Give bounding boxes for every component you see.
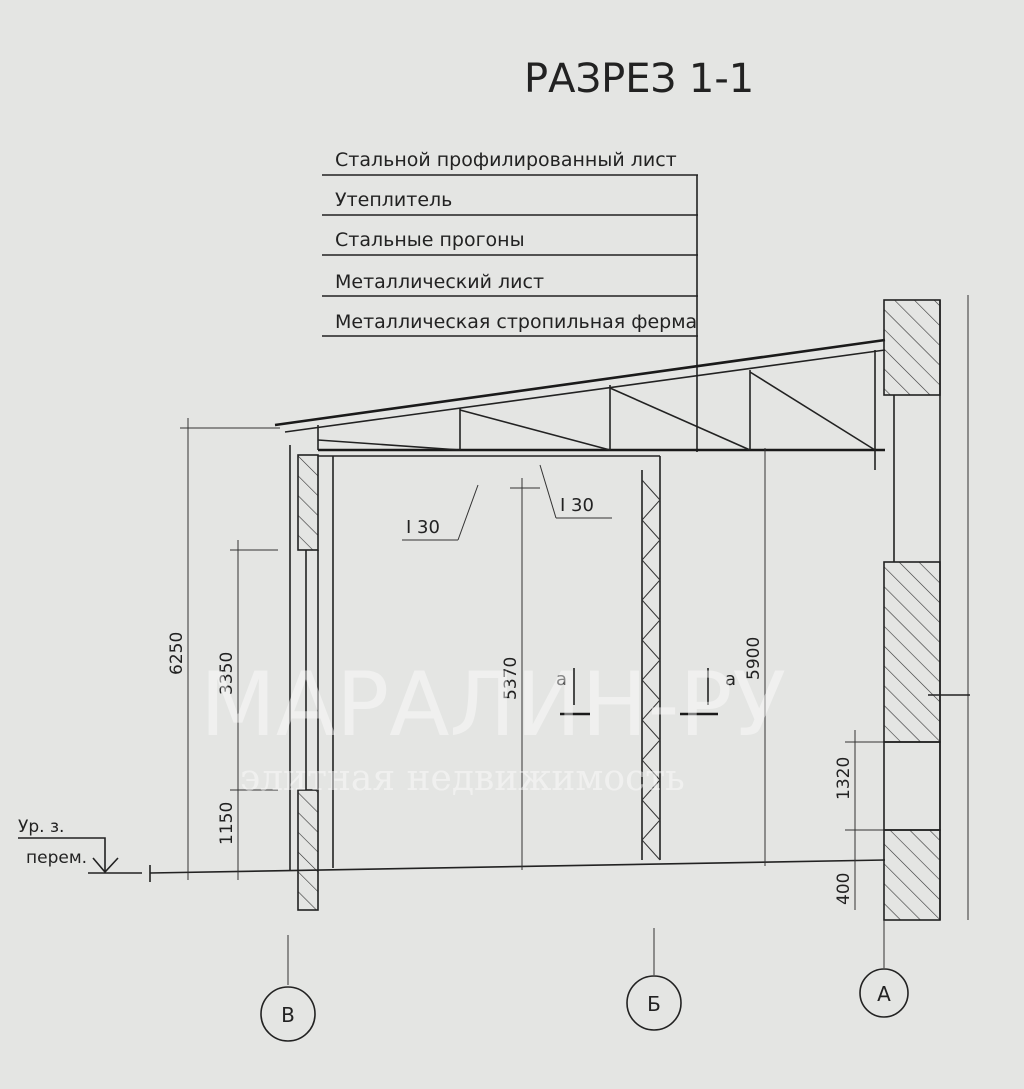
dimensions: 6250 3350 1150 5370 5900 1320 400	[167, 418, 884, 910]
layer-label: Стальные прогоны	[335, 229, 525, 251]
drawing-title: РАЗРЕЗ 1-1	[524, 56, 754, 102]
beam-label: I 30	[406, 517, 440, 538]
dim-400: 400	[834, 873, 854, 905]
layer-label: Металлическая стропильная ферма	[335, 311, 697, 333]
wall-axis-a	[883, 295, 970, 921]
level-mark: Ур. з. перем.	[18, 817, 142, 874]
layer-label: Стальной профилированный лист	[335, 149, 677, 171]
layer-label: Утеплитель	[335, 189, 452, 211]
beam-label: I 30	[560, 495, 594, 516]
dim-5900: 5900	[744, 637, 764, 680]
axis-label: Б	[647, 992, 661, 1016]
watermark-tagline: элитная недвижимость	[240, 758, 685, 799]
layer-callout: Стальной профилированный лист Утеплитель…	[322, 149, 698, 452]
dim-1320: 1320	[834, 757, 854, 800]
axis-circle	[626, 975, 682, 1031]
layer-label: Металлический лист	[335, 271, 544, 293]
dim-3350: 3350	[217, 652, 237, 695]
section-mark-label: а	[725, 669, 736, 690]
section-mark-label: а	[556, 669, 567, 690]
watermark: МАРАЛИН-РУ элитная недвижимость	[200, 653, 786, 799]
level-label: перем.	[26, 848, 87, 868]
dim-1150: 1150	[217, 802, 237, 845]
dim-5370: 5370	[501, 657, 521, 700]
roof-truss	[274, 338, 886, 470]
lattice-column	[641, 456, 661, 861]
level-label: Ур. з.	[18, 817, 64, 837]
axis-markers: В Б А	[260, 920, 909, 1042]
wall-axis-v	[289, 445, 334, 911]
dim-6250: 6250	[167, 632, 187, 675]
axis-label: В	[281, 1003, 295, 1027]
axis-circle	[260, 986, 316, 1042]
beam-labels: I 30 I 30	[402, 464, 612, 541]
watermark-brand: МАРАЛИН-РУ	[200, 653, 786, 756]
axis-circle	[859, 968, 909, 1018]
axis-label: А	[877, 982, 891, 1006]
floor-line	[149, 859, 886, 874]
section-marks: а а	[556, 668, 736, 716]
